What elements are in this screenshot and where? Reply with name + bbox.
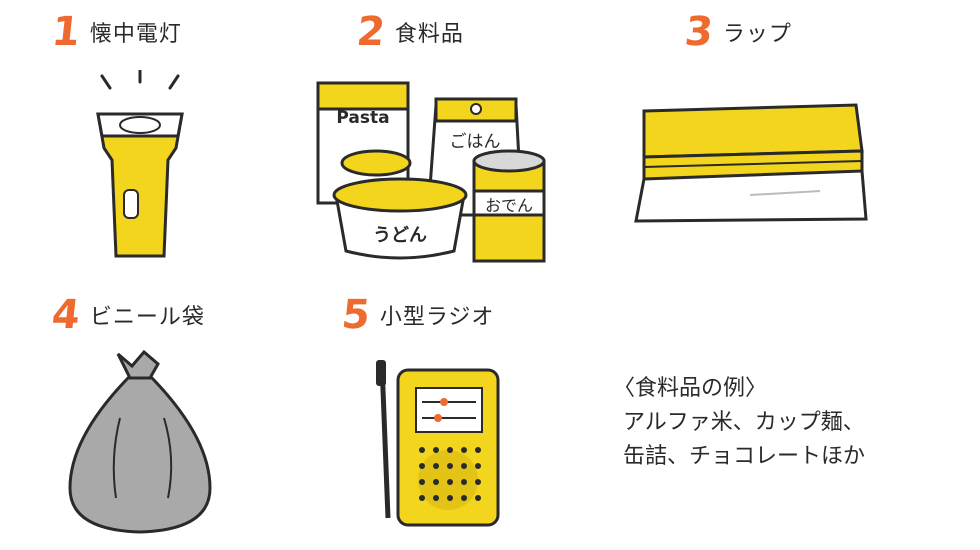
plastic-bag-illustration (68, 349, 212, 534)
item-name: 食料品 (394, 22, 464, 47)
item-number: 5 (339, 292, 373, 338)
note-heading: 〈食料品の例〉 (613, 376, 768, 401)
plastic-wrap-illustration (634, 103, 868, 223)
item-1-label: 1 懐中電灯 (49, 9, 182, 55)
item-3-label: 3 ラップ (682, 9, 792, 55)
flashlight-illustration (96, 70, 184, 258)
radio-illustration (376, 360, 500, 527)
note-line-1: アルファ米、カップ麺、 (623, 410, 865, 435)
food-illustration: Pasta ごはん おでん うどん (316, 81, 546, 263)
item-number: 1 (49, 9, 83, 55)
item-4-label: 4 ビニール袋 (49, 292, 205, 338)
item-number: 3 (682, 9, 716, 55)
item-name: 懐中電灯 (89, 22, 182, 47)
pasta-label: Pasta (336, 108, 389, 128)
food-examples-note: 〈食料品の例〉 アルファ米、カップ麺、 缶詰、チョコレートほか (605, 372, 865, 474)
item-name: 小型ラジオ (379, 305, 495, 330)
item-2-label: 2 食料品 (354, 9, 464, 55)
item-name: ラップ (722, 22, 792, 47)
oden-label: おでん (485, 196, 533, 215)
item-number: 4 (49, 292, 83, 338)
item-number: 2 (354, 9, 388, 55)
udon-label: うどん (373, 225, 427, 246)
note-line-2: 缶詰、チョコレートほか (623, 444, 866, 469)
rice-label: ごはん (450, 132, 501, 152)
item-name: ビニール袋 (89, 305, 205, 330)
item-5-label: 5 小型ラジオ (339, 292, 495, 338)
